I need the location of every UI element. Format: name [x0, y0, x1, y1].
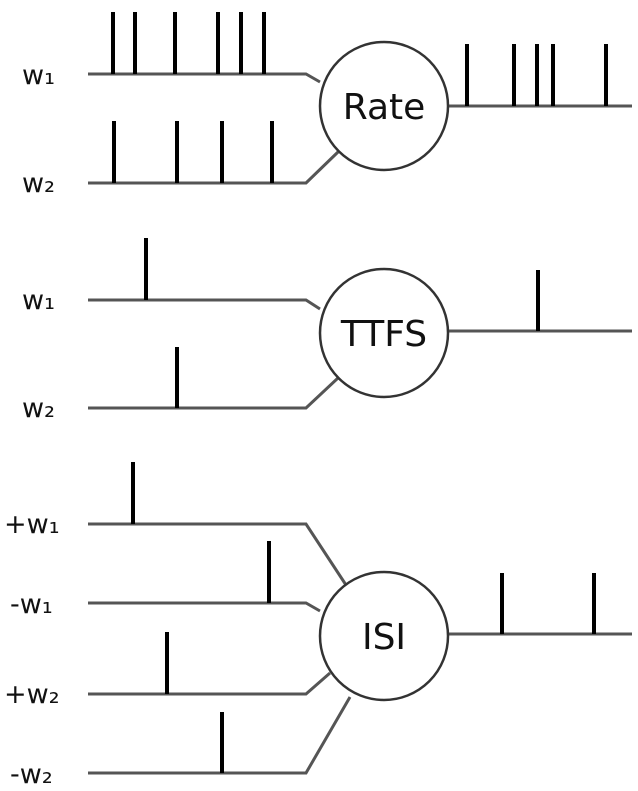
isi-input-4-wire — [88, 696, 352, 775]
ttfs-input-2-wire — [88, 376, 340, 410]
isi-input-2-wire — [88, 601, 321, 613]
isi-neuron-label: ISI — [362, 617, 406, 658]
ttfs-input-1-wire — [88, 298, 321, 311]
rate-panel: w₁ w₂ Rate — [22, 12, 632, 199]
isi-input-3-wire — [88, 671, 331, 696]
ttfs-input-1-label: w₁ — [22, 285, 55, 316]
ttfs-input-2-label: w₂ — [22, 393, 55, 424]
isi-input-2-label: -w₁ — [10, 589, 53, 620]
ttfs-neuron-label: TTFS — [340, 314, 427, 355]
rate-neuron-label: Rate — [343, 87, 426, 128]
isi-neuron — [318, 570, 450, 702]
isi-panel: +w₁ -w₁ +w₂ -w₂ ISI — [4, 462, 632, 790]
isi-input-1-label: +w₁ — [4, 509, 60, 540]
rate-input-1-label: w₁ — [22, 60, 55, 91]
isi-input-1-wire — [88, 522, 348, 586]
rate-input-2-wire — [88, 150, 340, 185]
ttfs-neuron — [318, 267, 450, 399]
rate-neuron — [318, 40, 450, 172]
isi-input-3-label: +w₂ — [4, 679, 60, 710]
ttfs-panel: w₁ w₂ TTFS — [22, 238, 632, 424]
isi-input-4-label: -w₂ — [10, 759, 53, 790]
rate-input-1-wire — [88, 72, 321, 84]
rate-input-2-label: w₂ — [22, 168, 55, 199]
